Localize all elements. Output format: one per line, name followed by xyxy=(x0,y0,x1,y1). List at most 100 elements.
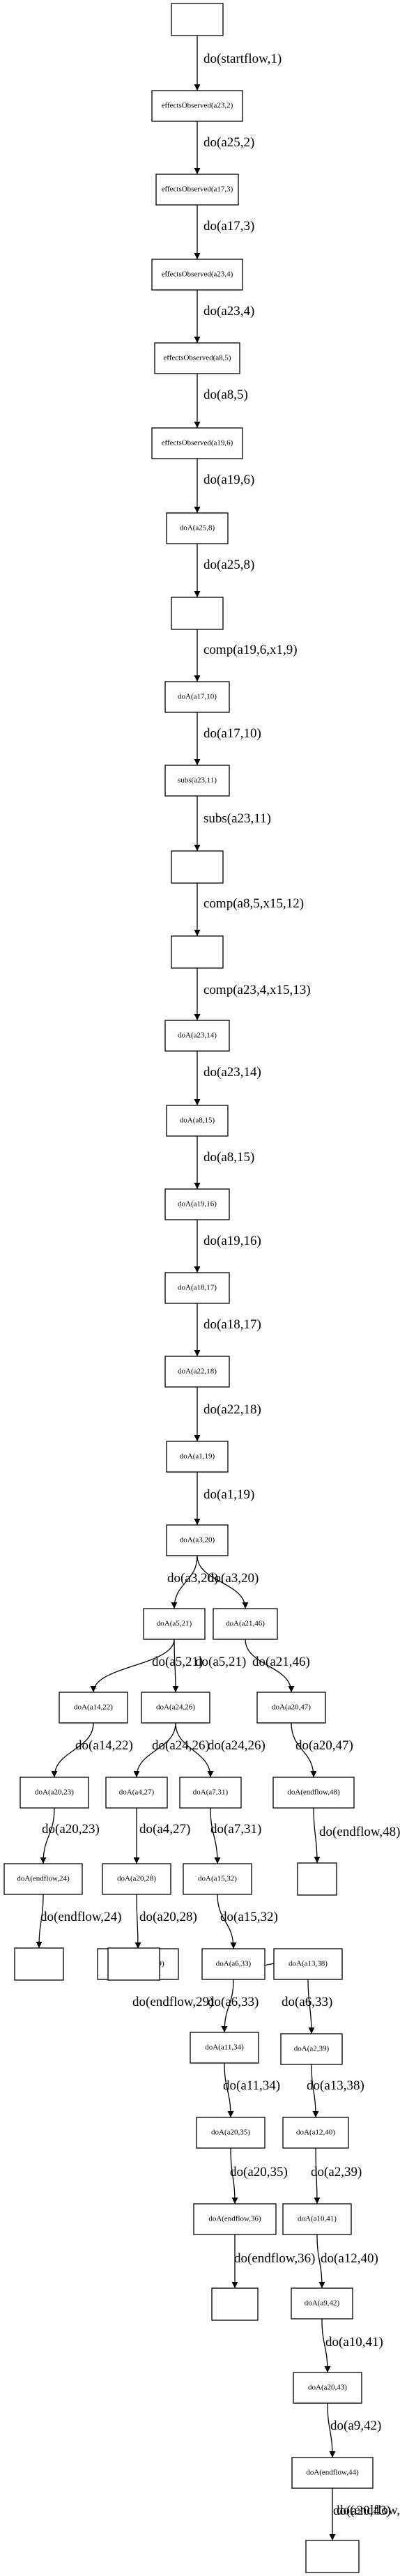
state-node: doA(a15,32) xyxy=(183,1863,252,1895)
state-node: doA(a20,28) xyxy=(102,1863,171,1895)
edge-arrow xyxy=(230,2147,238,2205)
edge-arrow xyxy=(316,2234,325,2289)
state-node: doA(a3,20) xyxy=(166,1524,229,1556)
edge-label: do(a12,40) xyxy=(321,2251,378,2266)
node-box xyxy=(213,1608,278,1640)
state-node: effectsObserved(a23,2) xyxy=(151,90,243,122)
node-box xyxy=(273,1948,343,1980)
state-node: doA(a20,47) xyxy=(256,1692,326,1724)
empty-state-node xyxy=(297,1862,337,1896)
state-node: doA(endflow,24) xyxy=(3,1863,83,1895)
nodes-layer: effectsObserved(a23,2) effectsObserved(a1… xyxy=(3,3,374,2573)
node-box xyxy=(14,1947,64,1981)
empty-state-node xyxy=(171,935,224,969)
node-box xyxy=(297,1862,337,1896)
node-box xyxy=(141,1692,210,1724)
empty-state-node xyxy=(211,2287,259,2321)
node-label: doA(a13,38) xyxy=(289,1960,328,1968)
node-label: doA(a20,43) xyxy=(308,2384,347,2392)
edge-arrow xyxy=(197,1555,249,1609)
edge-label: do(a19,16) xyxy=(203,1234,261,1248)
node-label: doA(a23,14) xyxy=(178,1032,217,1040)
edge-arrow xyxy=(51,1722,94,1778)
edge-label: do(a11,34) xyxy=(223,2078,280,2093)
state-node: doA(a14,22) xyxy=(59,1692,128,1724)
state-node: doA(endflow,44) xyxy=(291,2457,374,2489)
edge-label: do(a3,20) xyxy=(208,1571,259,1586)
node-box xyxy=(164,1272,230,1304)
state-node: effectsObserved(a17,3) xyxy=(155,174,239,206)
state-node: doA(a24,26) xyxy=(141,1692,210,1724)
edge-label: subs(a23,11) xyxy=(203,811,271,826)
node-box xyxy=(196,2117,266,2149)
node-label: doA(a1,19) xyxy=(180,1452,215,1461)
state-node: doA(a10,41) xyxy=(282,2203,352,2235)
state-node: doA(a21,46) xyxy=(213,1608,278,1640)
state-node: doA(a13,38) xyxy=(273,1948,343,1980)
node-box xyxy=(151,259,243,291)
edge-label: do(a8,15) xyxy=(203,1150,254,1165)
state-node: doA(a7,31) xyxy=(179,1777,242,1809)
empty-state-node xyxy=(305,2540,360,2573)
edge-label: do(a5,21) xyxy=(195,1655,246,1669)
state-node: effectsObserved(a8,5) xyxy=(154,342,240,374)
node-box xyxy=(154,342,240,374)
edge-label: do(endflow,29) xyxy=(132,1995,213,2009)
node-box xyxy=(166,1524,229,1556)
node-label: doA(a20,35) xyxy=(211,2129,250,2137)
edge-label: comp(a23,4,x15,13) xyxy=(203,983,311,997)
edge-arrow xyxy=(313,1807,321,1864)
edge-label: do(a10,41) xyxy=(325,2335,383,2349)
node-label: doA(a20,23) xyxy=(35,1788,74,1797)
node-label: doA(a3,20) xyxy=(180,1536,215,1544)
node-box xyxy=(171,935,224,969)
edge-label: do(a19,6) xyxy=(203,473,254,487)
edge-label: do(endflow,36) xyxy=(234,2251,315,2266)
node-label: doA(a14,22) xyxy=(74,1703,113,1712)
node-label: effectsObserved(a8,5) xyxy=(163,354,231,362)
edge-label: do(a25,2) xyxy=(203,135,254,150)
edge-label: do(a4,27) xyxy=(139,1822,190,1837)
node-label: doA(a17,10) xyxy=(178,693,217,701)
node-box xyxy=(171,3,224,36)
state-node: effectsObserved(a23,4) xyxy=(151,259,243,291)
state-node: doA(endflow,48) xyxy=(272,1777,355,1809)
edge-label: do(a3,20) xyxy=(167,1571,218,1586)
edge-label: do(a21,46) xyxy=(252,1655,310,1669)
edge-arrow xyxy=(291,1722,317,1778)
node-box xyxy=(3,1863,83,1895)
node-box xyxy=(305,2540,360,2573)
edge-label: do(a1,19) xyxy=(203,1487,254,1502)
edge-label: comp(a19,6,x1,9) xyxy=(203,643,298,657)
edge-label: do(a17,10) xyxy=(203,726,261,741)
edge-label: do(a17,3) xyxy=(203,219,254,233)
node-box xyxy=(164,1356,230,1388)
node-label: doA(a10,41) xyxy=(298,2215,337,2223)
edge-label: do(startflow,1) xyxy=(203,52,282,66)
edge-label: do(a18,17) xyxy=(203,1317,261,1332)
edge-arrow xyxy=(307,1979,315,2034)
edge-label: do(endflow,24) xyxy=(40,1910,121,1924)
edge-label: do(a20,23) xyxy=(42,1822,100,1837)
edge-arrow xyxy=(224,2062,234,2118)
node-box xyxy=(20,1777,89,1809)
node-label: doA(endflow,48) xyxy=(287,1788,340,1797)
node-label: effectsObserved(a19,6) xyxy=(162,439,233,447)
node-box xyxy=(201,1948,266,1980)
node-label: doA(a8,15) xyxy=(180,1117,215,1125)
node-box xyxy=(291,2287,353,2320)
state-node: doA(a2,39) xyxy=(280,2033,343,2065)
node-label: doA(a9,42) xyxy=(305,2299,340,2308)
edge-label: do(a22,18) xyxy=(203,1402,261,1417)
node-box xyxy=(102,1863,171,1895)
edge-arrow xyxy=(171,1555,198,1609)
node-label: doA(a11,34) xyxy=(205,2044,244,2052)
state-node: doA(a20,43) xyxy=(293,2372,362,2404)
node-box xyxy=(282,2117,349,2149)
edge-label: do(a8,5) xyxy=(203,388,248,402)
node-box xyxy=(155,174,239,206)
node-label: doA(endflow,44) xyxy=(306,2469,359,2477)
edge-label: do(a20,35) xyxy=(230,2165,288,2179)
node-box xyxy=(193,2203,277,2235)
